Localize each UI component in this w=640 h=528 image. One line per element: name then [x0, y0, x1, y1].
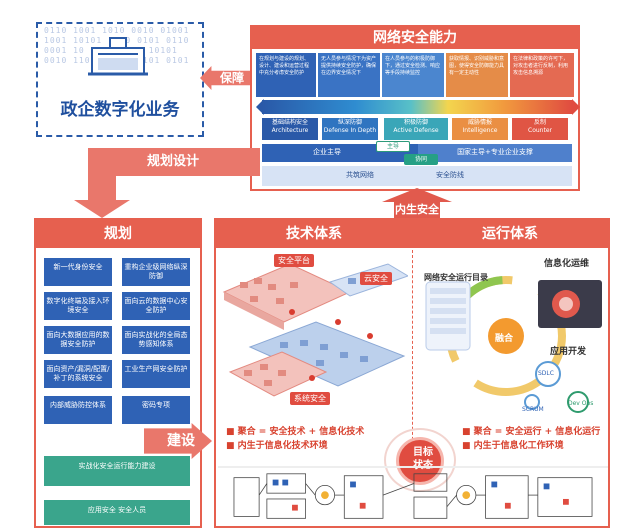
plan-design-arrow	[88, 148, 260, 176]
plan-item: 密码专项	[122, 396, 190, 424]
capability-label-active-defense: 积极防御 Active Defense	[384, 118, 448, 140]
plan-ops-capability: 实战化安全运行能力建设	[44, 456, 190, 486]
fusion-label: 融合	[495, 334, 514, 344]
co-built-strip	[262, 166, 572, 186]
cloud-security-tag: 云安全	[360, 272, 392, 285]
label-cn: 积极防御	[403, 119, 428, 126]
gov-business-title: 政企数字化业务	[60, 100, 180, 120]
plan-item: 数字化终端及接入环境安全	[44, 292, 112, 320]
target-line-2: 状态	[413, 460, 433, 471]
section-divider	[412, 250, 413, 450]
devops-icon: Dev Ops	[568, 400, 594, 407]
tech-system-title: 技术体系	[216, 220, 412, 248]
ops-formula-1: ■ 聚合 = 安全运行 + 信息化运行	[462, 427, 601, 437]
security-platform-tag: 安全平台	[274, 254, 314, 267]
sdlc-icon: SDLC	[538, 370, 554, 377]
plan-item: 新一代身份安全	[44, 258, 112, 286]
capability-card: 在规划与建设的规划、设计、建设和运营过程中充分考虑安全防护	[256, 53, 316, 97]
guarantee-label: 保障	[219, 71, 244, 85]
building-icon	[88, 37, 148, 76]
tech-formula-2: ■ 内生于信息化技术环境	[226, 441, 328, 451]
plan-design-arrowhead	[74, 200, 130, 218]
app-dev-label: 应用开发	[550, 347, 587, 357]
label-cn: 基础结构安全	[271, 119, 308, 126]
plan-item: 重构企业级网络纵深防御	[122, 258, 190, 286]
plan-item: 面向大数据应用的数据安全防护	[44, 326, 112, 354]
co-built-text: 共筑网络	[346, 171, 374, 179]
label-en: Architecture	[271, 127, 309, 134]
plan-item: 面向资产/漏洞/配置/补丁的系统安全	[44, 360, 112, 388]
spectrum-left-arrowhead	[256, 99, 264, 115]
capability-card: 获取情报、识别威胁和意图，使得安全防御能力具有一定主动性	[446, 53, 508, 97]
plan-item: 内部威胁防控体系	[44, 396, 112, 424]
national-dominant-text: 国家主导+专业企业支撑	[457, 148, 533, 156]
collab-pill: 协同	[404, 154, 438, 165]
target-state-circle	[396, 437, 444, 485]
target-state-text: 目标 状态	[396, 446, 450, 472]
planning-title: 规划	[36, 220, 200, 248]
target-line-1: 目标	[413, 447, 433, 458]
plan-app-security: 应用安全 安全人员	[44, 500, 190, 525]
capability-card: 无人员参与情况下为资产提供持续安全防护，确保在边界安全情况下	[318, 53, 380, 97]
lead-pill: 主导	[376, 141, 410, 152]
label-en: Counter	[528, 127, 552, 134]
ops-catalog-label: 网络安全运行目录	[424, 273, 488, 282]
ops-system-title: 运行体系	[412, 220, 608, 248]
tech-formula-1: ■ 聚合 = 安全技术 + 信息化技术	[226, 427, 365, 437]
capability-card: 在法律和政策的许可下，对攻击者进行反制，利用攻击信息溯源	[510, 53, 574, 97]
bottom-flow-diagram	[218, 466, 608, 519]
internal-security-label: 内生安全	[395, 203, 439, 216]
build-label: 建设	[167, 433, 195, 449]
label-cn: 威胁情报	[467, 119, 492, 126]
plan-item: 工业生产网安全防护	[122, 360, 190, 388]
label-cn: 纵深防御	[337, 119, 362, 126]
capability-label-architecture: 基础结构安全 Architecture	[262, 118, 318, 140]
ops-formula-2: ■ 内生于信息化工作环境	[462, 441, 564, 451]
ops-cycle-illustration	[425, 276, 602, 413]
capability-card: 在人员参与的积极防御下，通过安全检测、响应等手段持续监控	[382, 53, 444, 97]
label-en: Active Defense	[393, 127, 439, 134]
label-en: Intelligence	[462, 127, 498, 134]
capability-spectrum-bar	[262, 100, 572, 114]
national-dominance-bar	[418, 144, 572, 162]
internal-security-arrow	[394, 202, 440, 218]
spectrum-right-arrowhead	[572, 99, 580, 115]
capability-label-intelligence: 威胁情报 Intelligence	[452, 118, 508, 140]
capability-title: 网络安全能力	[252, 27, 578, 49]
plan-item: 面向云的数据中心安全防护	[122, 292, 190, 320]
security-defense-text: 安全防线	[436, 171, 464, 179]
label-en: Defense In Depth	[323, 127, 377, 134]
it-ops-label: 信息化运维	[544, 259, 590, 269]
capability-label-counter: 反制 Counter	[512, 118, 568, 140]
enterprise-dominant-text: 企业主导	[313, 148, 341, 156]
system-security-tag: 系统安全	[290, 392, 330, 405]
plan-item: 面向实战化的全局态势感知体系	[122, 326, 190, 354]
scrum-icon: SCRUM	[522, 406, 544, 413]
plan-design-label: 规划设计	[146, 154, 199, 169]
capability-label-defense-in-depth: 纵深防御 Defense In Depth	[322, 118, 378, 140]
label-cn: 反制	[533, 119, 546, 126]
internal-security-arrowhead	[382, 188, 452, 202]
